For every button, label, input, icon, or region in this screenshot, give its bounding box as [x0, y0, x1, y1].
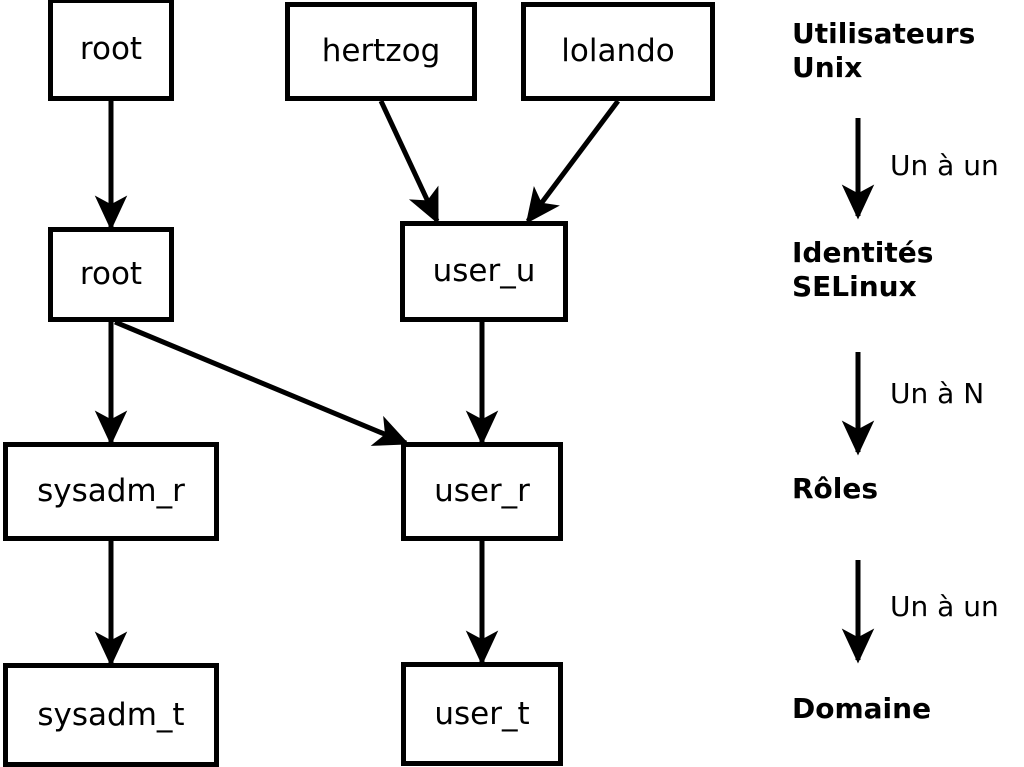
level-selinux-identities: Identités SELinux	[792, 236, 934, 303]
node-user_u[interactable]: user_u	[400, 221, 568, 322]
node-user_t[interactable]: user_t	[401, 662, 563, 766]
node-se_root[interactable]: root	[48, 227, 174, 322]
legend-arrow-2-label: Un à N	[890, 377, 985, 410]
node-hertzog[interactable]: hertzog	[285, 2, 477, 101]
edge-hertzog-to-user_u	[378, 99, 440, 225]
node-label: user_r	[434, 473, 530, 509]
node-label: sysadm_r	[37, 473, 185, 509]
level-unix-users: Utilisateurs Unix	[792, 17, 976, 84]
node-user_r[interactable]: user_r	[401, 442, 563, 541]
node-lolando[interactable]: lolando	[521, 2, 715, 101]
edge-se_root-to-user_r	[114, 319, 410, 446]
legend-arrow-3-label: Un à un	[890, 590, 999, 623]
node-label: sysadm_t	[37, 696, 185, 733]
node-label: root	[79, 256, 143, 292]
edge-lolando-to-user_u	[525, 99, 620, 224]
legend-arrow-1-label: Un à un	[890, 149, 999, 182]
node-sysadm_t[interactable]: sysadm_t	[3, 663, 219, 767]
node-label: user_t	[434, 695, 530, 732]
node-sysadm_r[interactable]: sysadm_r	[3, 442, 219, 541]
node-label: hertzog	[321, 33, 441, 69]
node-label: lolando	[561, 33, 675, 69]
level-roles: Rôles	[792, 472, 879, 505]
node-label: root	[79, 31, 143, 67]
node-label: user_u	[432, 253, 536, 289]
node-unix_root[interactable]: root	[48, 0, 174, 101]
level-domain: Domaine	[792, 692, 932, 725]
